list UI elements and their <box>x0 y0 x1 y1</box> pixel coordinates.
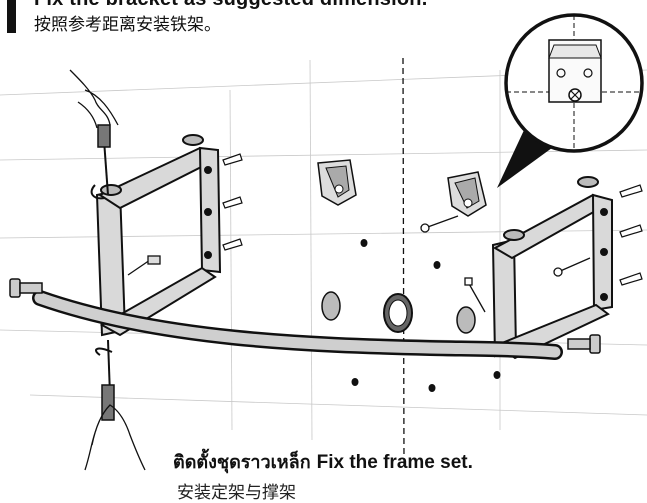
wall-cup-icon <box>447 171 487 217</box>
hand-icon <box>84 404 146 471</box>
caption-zh: 安装定架与撑架 <box>177 483 296 503</box>
instruction-zh: 按照参考距离安装铁架。 <box>34 15 221 35</box>
screwdriver-icon <box>90 124 111 200</box>
instruction-en: Fix the bracket as suggested dimension. <box>34 0 427 11</box>
screwdriver-icon <box>95 339 115 421</box>
caption-en: Fix the frame set. <box>316 452 473 473</box>
bracket-frame-icon <box>491 176 613 360</box>
bracket-frame-icon <box>95 134 222 337</box>
magnifier-callout-icon <box>497 13 644 188</box>
wall-cup-icon <box>317 159 357 206</box>
end-bolt-icon <box>9 278 601 354</box>
center-line <box>402 57 405 466</box>
wall-anchor-icon <box>222 153 643 286</box>
wall-hole-icon <box>351 239 501 392</box>
header-bar <box>7 0 16 33</box>
wall-plug-icon <box>321 291 476 334</box>
screw-icon <box>127 215 591 313</box>
caption-thai: ติดตั้งชุดราวเหล็ก <box>173 452 311 473</box>
hand-icon <box>69 69 119 129</box>
